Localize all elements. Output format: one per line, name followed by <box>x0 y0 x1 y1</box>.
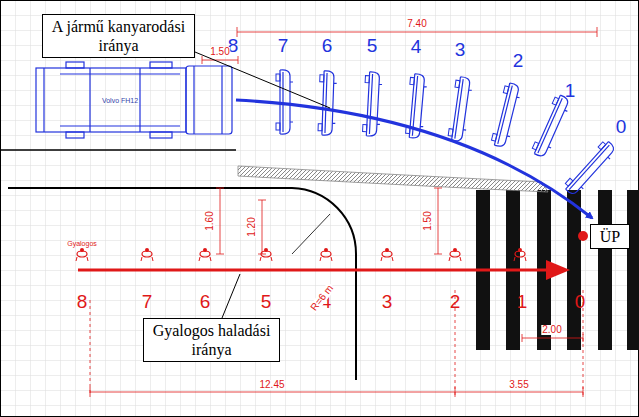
position-number: 0 <box>575 292 586 311</box>
position-number: 2 <box>513 51 524 70</box>
dimension-value: 3.55 <box>508 380 529 390</box>
dimension-value: 12.45 <box>258 380 285 390</box>
position-number: 6 <box>322 36 333 55</box>
position-number: 3 <box>455 40 466 59</box>
position-number: 5 <box>367 36 378 55</box>
dimension-value: 1.50 <box>209 47 230 57</box>
position-number: 7 <box>278 36 289 55</box>
dimension-value: 2.00 <box>541 325 562 335</box>
callout-text: A jármű kanyarodási iránya <box>47 17 190 55</box>
position-number: 2 <box>450 292 461 311</box>
pedestrian-name: Gyalogos <box>67 240 97 247</box>
position-number: 3 <box>382 292 393 311</box>
dimension-value: 7.40 <box>406 19 427 29</box>
callout-text: ÜP <box>595 227 625 246</box>
callout-box: Gyalogos haladási iránya <box>143 318 280 362</box>
position-number: 1 <box>517 292 528 311</box>
point-label-box: ÜP <box>590 224 630 249</box>
position-number: 8 <box>77 292 88 311</box>
position-number: 6 <box>200 292 211 311</box>
position-number: 5 <box>261 292 272 311</box>
vehicle-name: Volvo FH12 <box>102 97 138 104</box>
position-number: 1 <box>565 81 576 100</box>
dimension-value: 1.50 <box>423 210 433 231</box>
position-number: 0 <box>616 117 627 136</box>
callout-box: A jármű kanyarodási iránya <box>42 14 195 58</box>
position-number: 4 <box>411 37 422 56</box>
dimension-value: 1.20 <box>247 216 257 237</box>
position-number: 7 <box>142 292 153 311</box>
callout-text: Gyalogos haladási iránya <box>148 321 275 359</box>
dimension-value: 1.60 <box>205 210 215 231</box>
